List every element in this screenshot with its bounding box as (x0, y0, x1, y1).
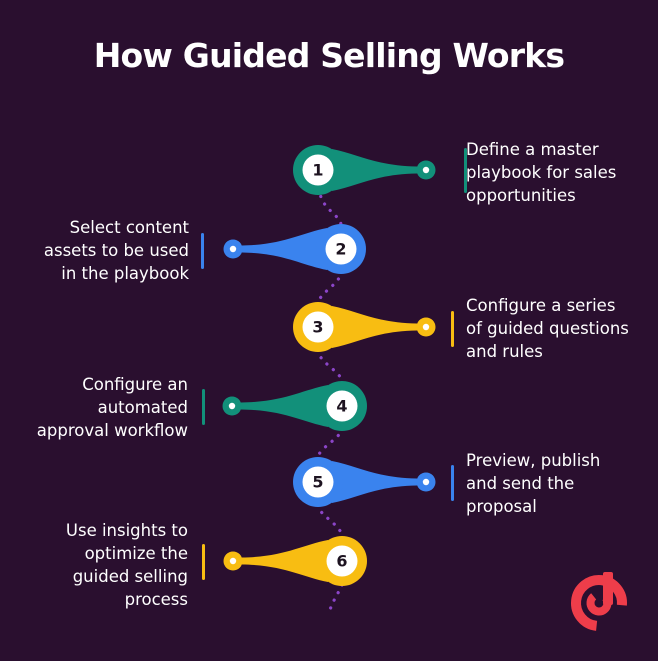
step-label-line: Preview, publish (466, 451, 601, 470)
pin-tail (241, 385, 328, 427)
logo-stem (603, 572, 613, 605)
step-pins: 1 2 3 4 5 6 (222, 145, 436, 586)
step-accent-bar (202, 389, 205, 425)
step-number: 4 (336, 397, 347, 416)
pin-tail (332, 149, 417, 191)
step-pin-5: 5 (293, 457, 436, 507)
step-number: 5 (312, 473, 323, 492)
pin-end-dot (422, 166, 430, 174)
step-accent-bar (464, 148, 467, 193)
step-label-line: Define a master (466, 140, 599, 159)
step-number: 2 (335, 240, 346, 259)
step-pin-1: 1 (293, 145, 436, 195)
pin-tail (242, 540, 328, 582)
step-label-line: Configure a series (466, 296, 616, 315)
step-label-line: in the playbook (61, 264, 189, 283)
page-title: How Guided Selling Works (93, 36, 565, 75)
pin-end-dot (422, 323, 430, 331)
pin-tail (332, 461, 417, 503)
step-accent-bar (451, 465, 454, 501)
step-label-line: of guided questions (466, 319, 629, 338)
step-label-3: Configure a series of guided questions and… (466, 294, 629, 363)
pin-end-dot (229, 245, 237, 253)
pin-end-dot (228, 402, 236, 410)
step-label-4: Configure an automated approval workflow (37, 373, 188, 442)
step-accent-bar (202, 544, 205, 580)
step-accent-bar (451, 311, 454, 347)
step-label-5: Preview, publish and send the proposal (466, 449, 600, 518)
logo-ring (571, 575, 627, 631)
step-label-line: opportunities (466, 186, 576, 205)
step-label-line: proposal (466, 497, 537, 516)
step-label-line: assets to be used (43, 241, 189, 260)
step-label-1: Define a master playbook for sales opportu… (466, 138, 616, 207)
step-label-2: Select content assets to be used in the pl… (44, 216, 189, 285)
step-number-badge (302, 466, 334, 498)
step-label-line: automated (97, 398, 188, 417)
step-number-badge (326, 390, 358, 422)
step-label-line: optimize the (84, 544, 188, 563)
step-label-line: and send the (466, 474, 575, 493)
step-label-line: and rules (466, 342, 543, 361)
step-label-line: Use insights to (65, 521, 188, 540)
step-number: 6 (336, 552, 347, 571)
pin-end-dot (229, 557, 237, 565)
step-number-badge (325, 233, 357, 265)
step-number-badge (302, 311, 334, 343)
step-label-line: approval workflow (36, 421, 188, 440)
step-number-badge (302, 154, 334, 186)
step-number: 1 (312, 161, 323, 180)
step-number: 3 (312, 318, 323, 337)
step-pin-2: 2 (223, 224, 366, 274)
step-pin-3: 3 (293, 302, 436, 352)
step-label-line: Configure an (82, 375, 188, 394)
dotted-connector-path (316, 186, 344, 617)
step-pin-4: 4 (222, 381, 367, 431)
step-label-6: Use insights to optimize the guided sellin… (66, 519, 188, 611)
step-label-line: guided selling (72, 567, 188, 586)
step-label-line: process (124, 590, 188, 609)
pin-tail (332, 306, 417, 348)
brand-logo-icon (571, 572, 627, 631)
step-number-badge (326, 545, 358, 577)
step-pin-6: 6 (223, 536, 367, 586)
pin-tail (242, 228, 327, 270)
pin-end-dot (422, 478, 430, 486)
step-label-line: Select content (69, 218, 189, 237)
step-label-line: playbook for sales (466, 163, 617, 182)
step-accent-bar (201, 233, 204, 269)
